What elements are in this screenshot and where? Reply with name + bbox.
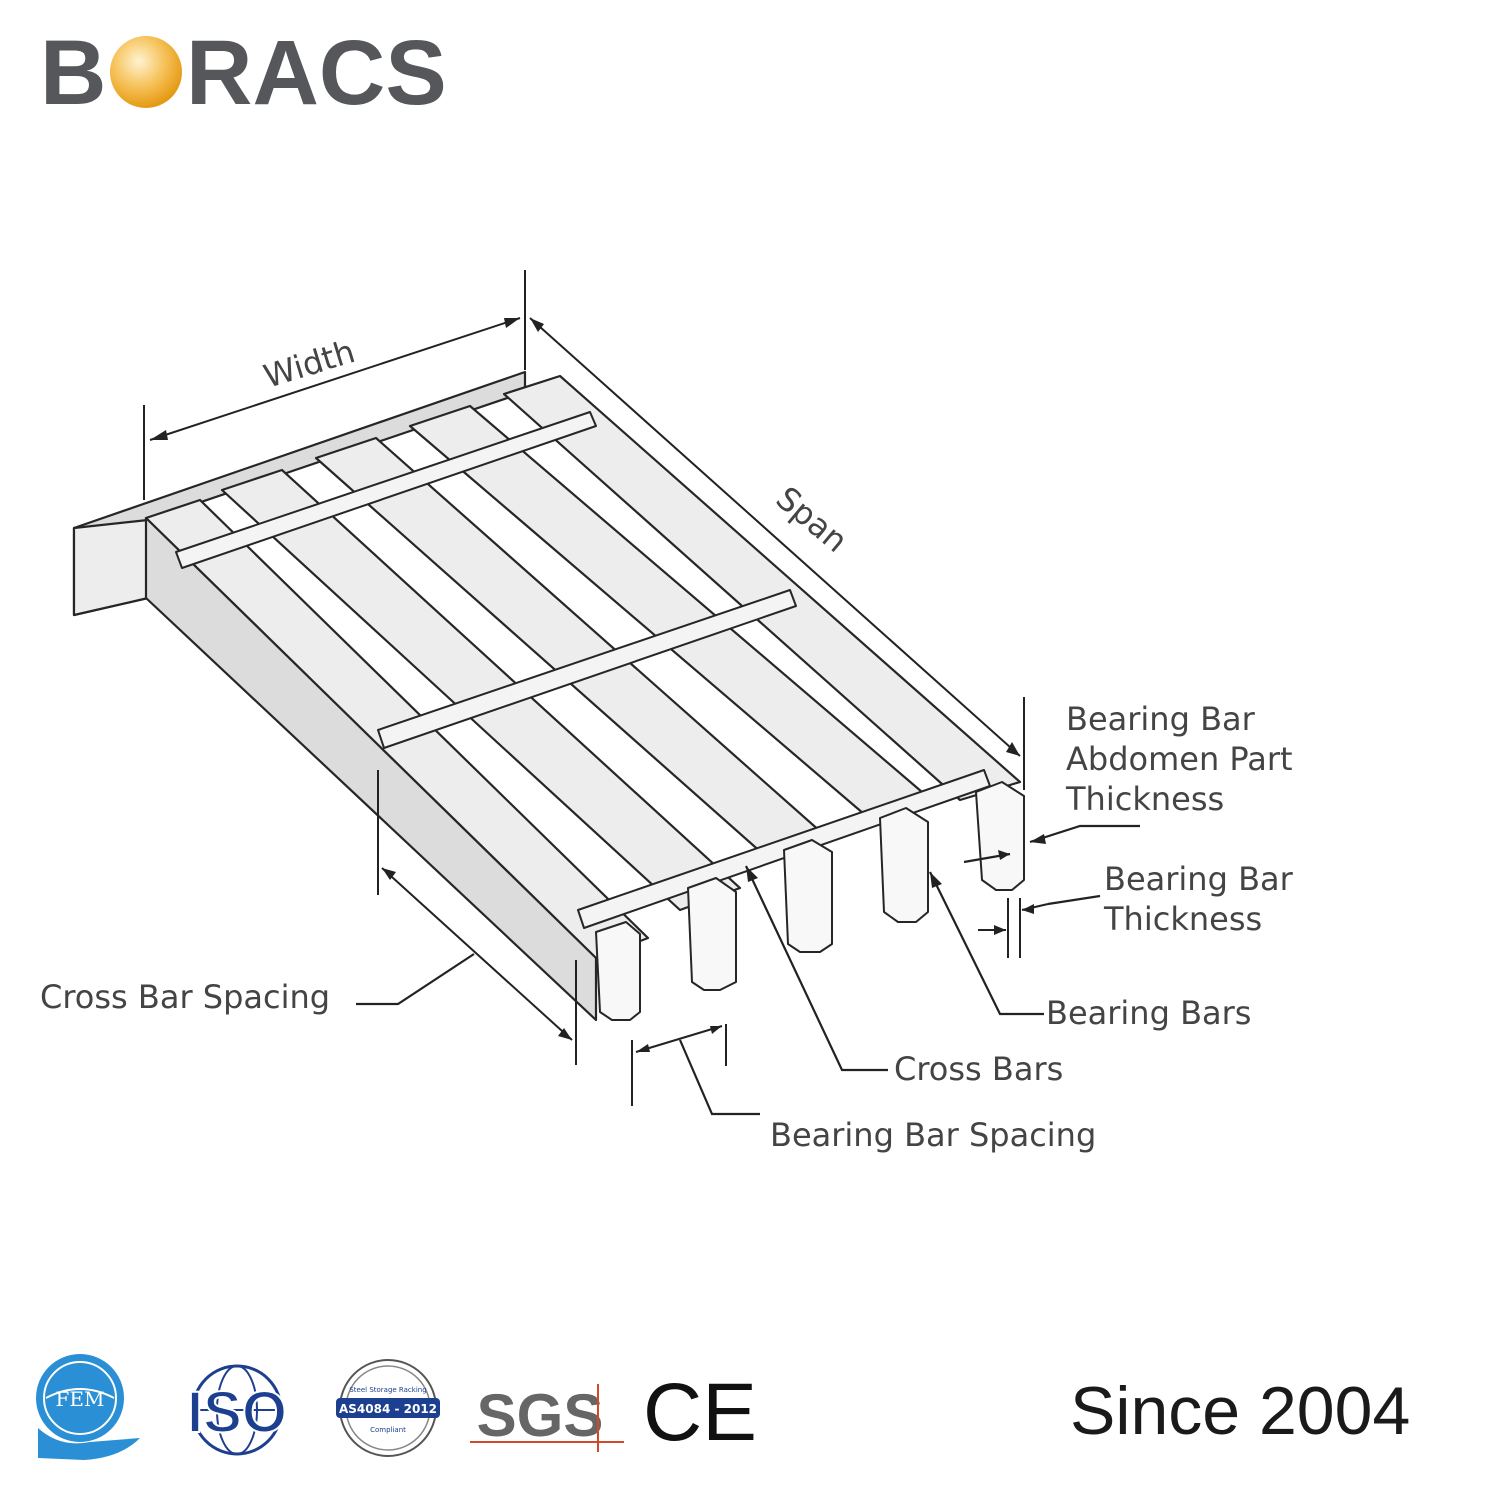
cross-bar — [377, 589, 797, 749]
as4084-top-text: Steel Storage Racking — [349, 1386, 426, 1394]
bar-ends-group — [595, 781, 1025, 1021]
abdomen-label-line2: Abdomen Part — [1066, 740, 1293, 778]
bearing-bar — [502, 374, 1022, 802]
dimension-lines — [143, 270, 1049, 1106]
since-tagline: Since 2004 — [1070, 1373, 1411, 1449]
bearing-bar-spacing-label: Bearing Bar Spacing — [770, 1116, 1096, 1154]
as4084-badge: Steel Storage Racking AS4084 - 2012 Comp… — [336, 1359, 440, 1457]
bearing-bar-end — [879, 807, 929, 923]
thickness-label-line2: Thickness — [1103, 900, 1262, 938]
bearing-bars-label: Bearing Bars — [1046, 994, 1251, 1032]
as4084-main-text: AS4084 - 2012 — [339, 1402, 437, 1416]
cross-bar — [175, 411, 597, 569]
bearing-bar-end — [595, 921, 641, 1021]
brand-logo: B RACS — [40, 22, 447, 124]
grating-illustration — [72, 370, 1025, 1022]
iso-text: ISO — [187, 1380, 287, 1445]
cross-bar-spacing-label: Cross Bar Spacing — [40, 978, 330, 1016]
bearing-bar-end — [687, 877, 737, 991]
bearing-bar-end — [975, 781, 1025, 891]
brand-orb-icon — [110, 36, 182, 108]
hand-icon — [38, 1428, 140, 1460]
bearing-bar-side — [144, 516, 598, 1022]
fem-text: FEM — [56, 1387, 105, 1411]
as4084-bottom-text: Compliant — [370, 1426, 406, 1434]
globe-icon — [36, 1354, 124, 1442]
leader-lines — [356, 824, 1140, 1116]
bearing-bars-group — [144, 374, 1022, 1022]
thickness-label-line1: Bearing Bar — [1104, 860, 1294, 898]
iso-badge: ISO — [186, 1364, 288, 1456]
fem-badge: FEM — [36, 1354, 140, 1460]
brand-rest: RACS — [186, 22, 447, 124]
abdomen-label-line1: Bearing Bar — [1066, 700, 1256, 738]
sgs-text: SGS — [477, 1382, 604, 1449]
brand-letter-b: B — [40, 22, 106, 124]
sgs-badge: SGS — [470, 1382, 624, 1452]
certification-badges: FEM ISO Steel Storage Racking AS4084 - 2… — [36, 1354, 757, 1460]
width-label: Width — [259, 332, 359, 396]
span-label: Span — [769, 479, 855, 560]
cross-bars-label: Cross Bars — [894, 1050, 1063, 1088]
bearing-bar-end — [783, 839, 833, 953]
ce-mark: CE — [643, 1367, 757, 1458]
end-plate-face — [72, 518, 150, 617]
bearing-bar — [220, 468, 742, 912]
abdomen-label-line3: Thickness — [1065, 780, 1224, 818]
ce-text: CE — [643, 1367, 757, 1458]
